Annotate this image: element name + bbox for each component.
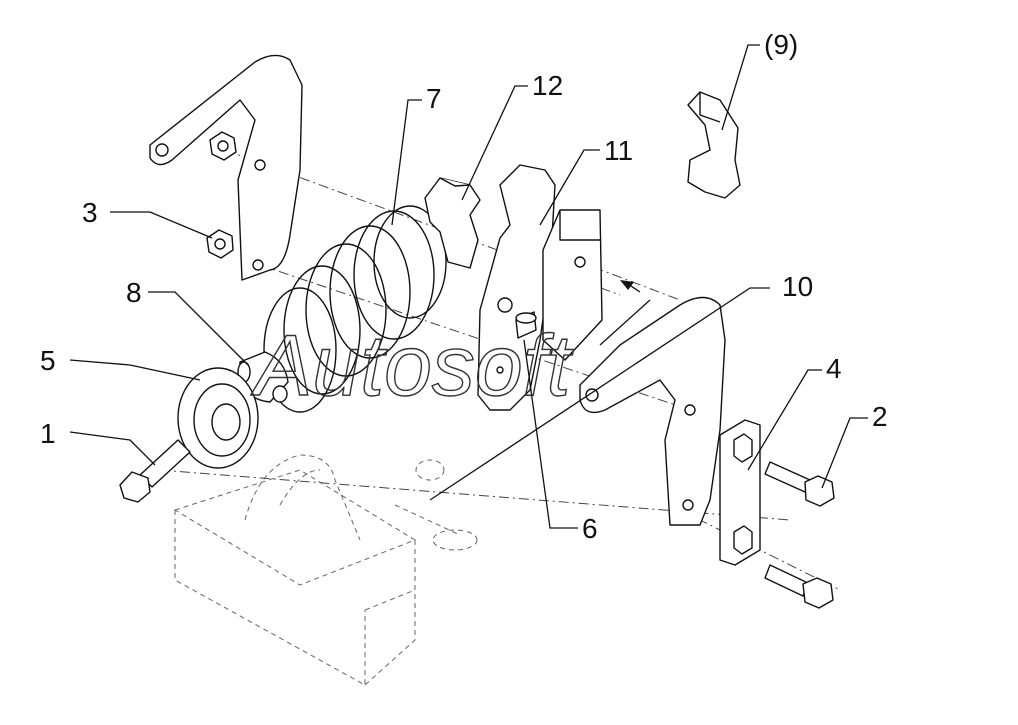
callout-2: 2 [872, 401, 888, 432]
locking-pin [515, 311, 537, 339]
callout-10: 10 [782, 271, 813, 302]
spring-clip [687, 91, 741, 199]
strap-plate [719, 419, 761, 566]
left-bracket-plate [149, 54, 303, 281]
callout-11: 11 [604, 135, 633, 166]
right-bracket-plate [579, 296, 726, 526]
channel-bracket [542, 209, 603, 361]
callout-12: 12 [532, 70, 563, 101]
direction-arrow [599, 280, 651, 346]
bolt-left [119, 439, 191, 503]
coil-spring [263, 205, 447, 413]
callout-4: 4 [826, 353, 842, 384]
callout-5: 5 [40, 345, 56, 376]
spring-washer-disc [177, 367, 259, 469]
bolt-right-lower [764, 564, 834, 609]
watermark-text: Autosoft [250, 318, 574, 414]
callout-7: 7 [426, 83, 442, 114]
cam-piece [424, 177, 481, 269]
callout-labels: 1 2 3 4 5 6 7 8 (9) 10 11 12 [40, 29, 888, 544]
hex-nut-lower [206, 229, 234, 259]
hex-nut-upper [209, 131, 237, 161]
spring-anchor-pin [237, 351, 289, 403]
leader-lines [69, 44, 868, 529]
callout-8: 8 [126, 277, 142, 308]
bolt-right-upper [764, 461, 835, 507]
callout-6: 6 [582, 513, 598, 544]
callout-1: 1 [40, 418, 56, 449]
callout-9: (9) [764, 29, 798, 60]
phantom-mounting-block [173, 454, 478, 686]
callout-3: 3 [82, 197, 98, 228]
